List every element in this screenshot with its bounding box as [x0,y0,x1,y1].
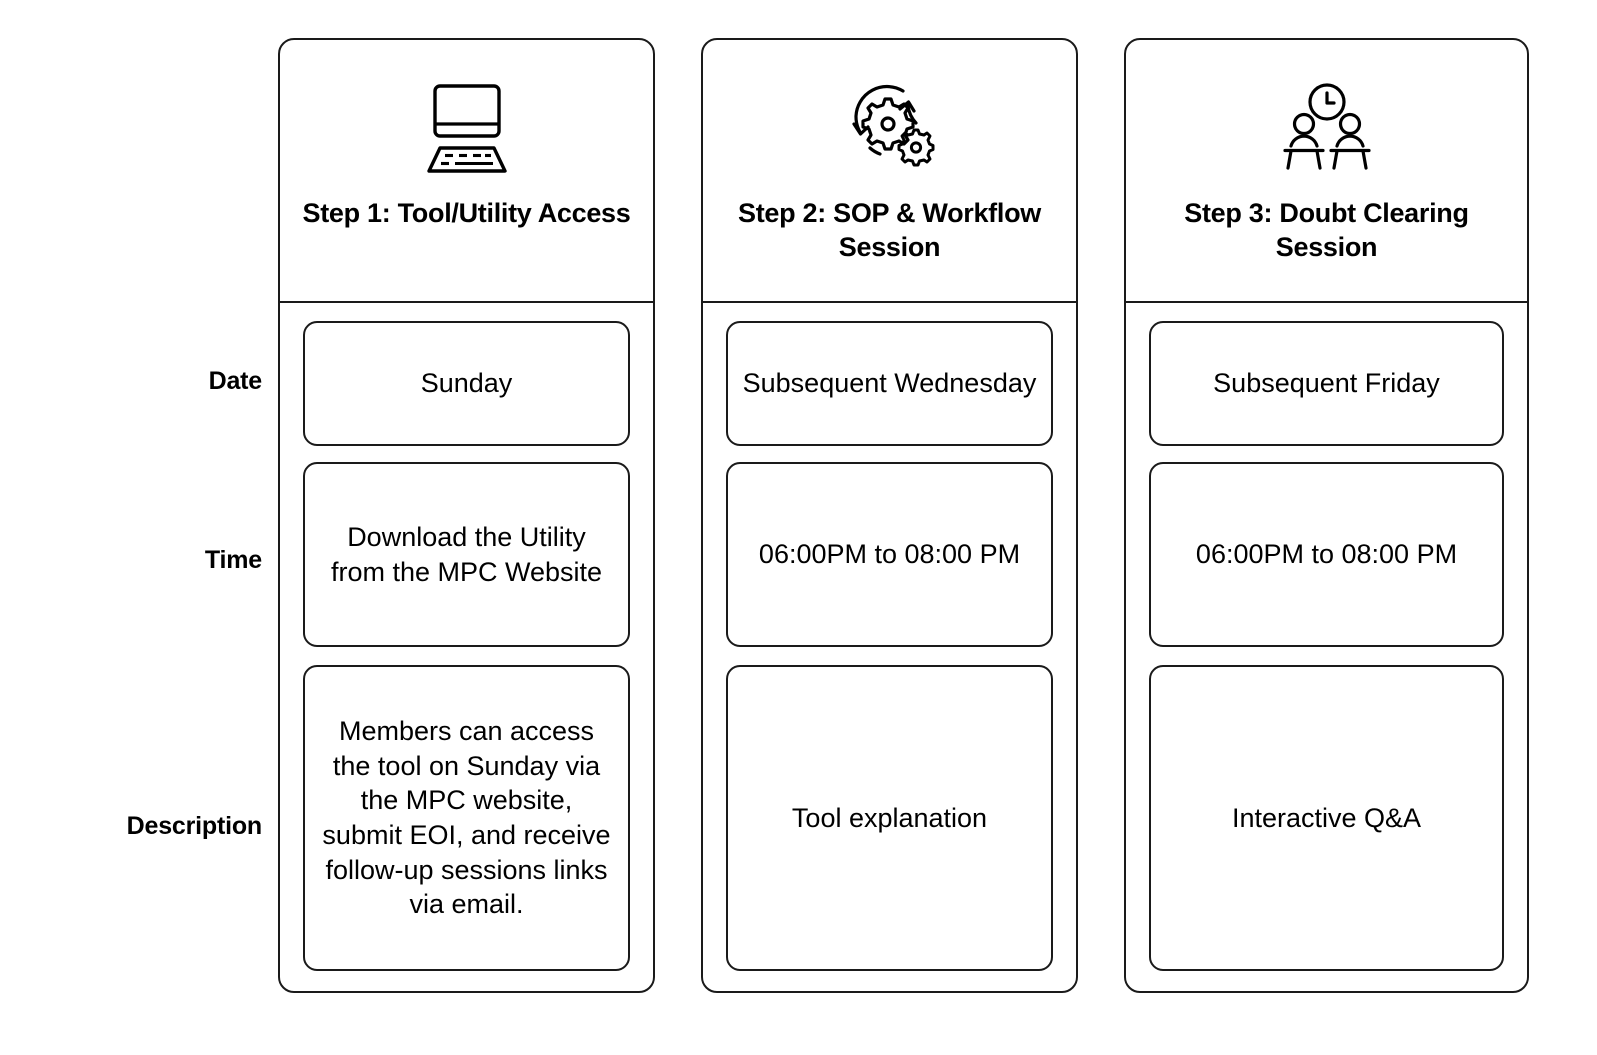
step-1-time-text: Download the Utility from the MPC Websit… [330,521,603,587]
step-column-1: Step 1: Tool/Utility Access Sunday Downl… [278,38,655,993]
meeting-clock-icon [1271,78,1383,178]
step-1-description-text: Members can access the tool on Sunday vi… [322,716,611,920]
step-1-body: Sunday Download the Utility from the MPC… [280,303,653,995]
step-2-header: Step 2: SOP & Workflow Session [703,40,1076,303]
step-2-time-text: 06:00PM to 08:00 PM [758,539,1021,570]
step-3-body: Subsequent Friday 06:00PM to 08:00 PM In… [1126,303,1527,995]
step-3-description-cell: Interactive Q&A [1149,665,1504,971]
row-label-description-text: Description [126,812,263,841]
step-2-title: Step 2: SOP & Workflow Session [738,198,1041,263]
laptop-icon [415,78,519,178]
row-label-description: Description [0,660,263,993]
step-2-body: Subsequent Wednesday 06:00PM to 08:00 PM… [703,303,1076,995]
step-2-description-cell: Tool explanation [726,665,1053,971]
step-1-description-cell: Members can access the tool on Sunday vi… [303,665,630,971]
step-2-description-text: Tool explanation [791,802,988,833]
step-3-date-text: Subsequent Friday [1213,368,1440,399]
step-3-date-cell: Subsequent Friday [1149,321,1504,446]
step-column-2: Step 2: SOP & Workflow Session Subsequen… [701,38,1078,993]
step-3-time-cell: 06:00PM to 08:00 PM [1149,462,1504,647]
row-label-gutter: Date Time Description [0,303,263,993]
step-2-date-text: Subsequent Wednesday [742,368,1037,399]
row-label-date: Date [0,303,263,460]
step-3-header: Step 3: Doubt Clearing Session [1126,40,1527,303]
row-label-date-text: Date [208,367,263,396]
step-1-time-cell: Download the Utility from the MPC Websit… [303,462,630,647]
step-1-title: Step 1: Tool/Utility Access [302,198,631,228]
row-label-time-text: Time [204,545,262,574]
step-column-3: Step 3: Doubt Clearing Session Subsequen… [1124,38,1529,993]
step-2-date-cell: Subsequent Wednesday [726,321,1053,446]
step-1-date-cell: Sunday [303,321,630,446]
step-2-time-cell: 06:00PM to 08:00 PM [726,462,1053,647]
step-3-time-text: 06:00PM to 08:00 PM [1195,539,1458,570]
step-3-title: Step 3: Doubt Clearing Session [1184,198,1469,263]
step-1-date-text: Sunday [420,368,513,399]
step-3-description-text: Interactive Q&A [1231,802,1422,833]
gears-rotation-icon [838,78,942,178]
row-label-time: Time [0,460,262,660]
step-1-header: Step 1: Tool/Utility Access [280,40,653,303]
